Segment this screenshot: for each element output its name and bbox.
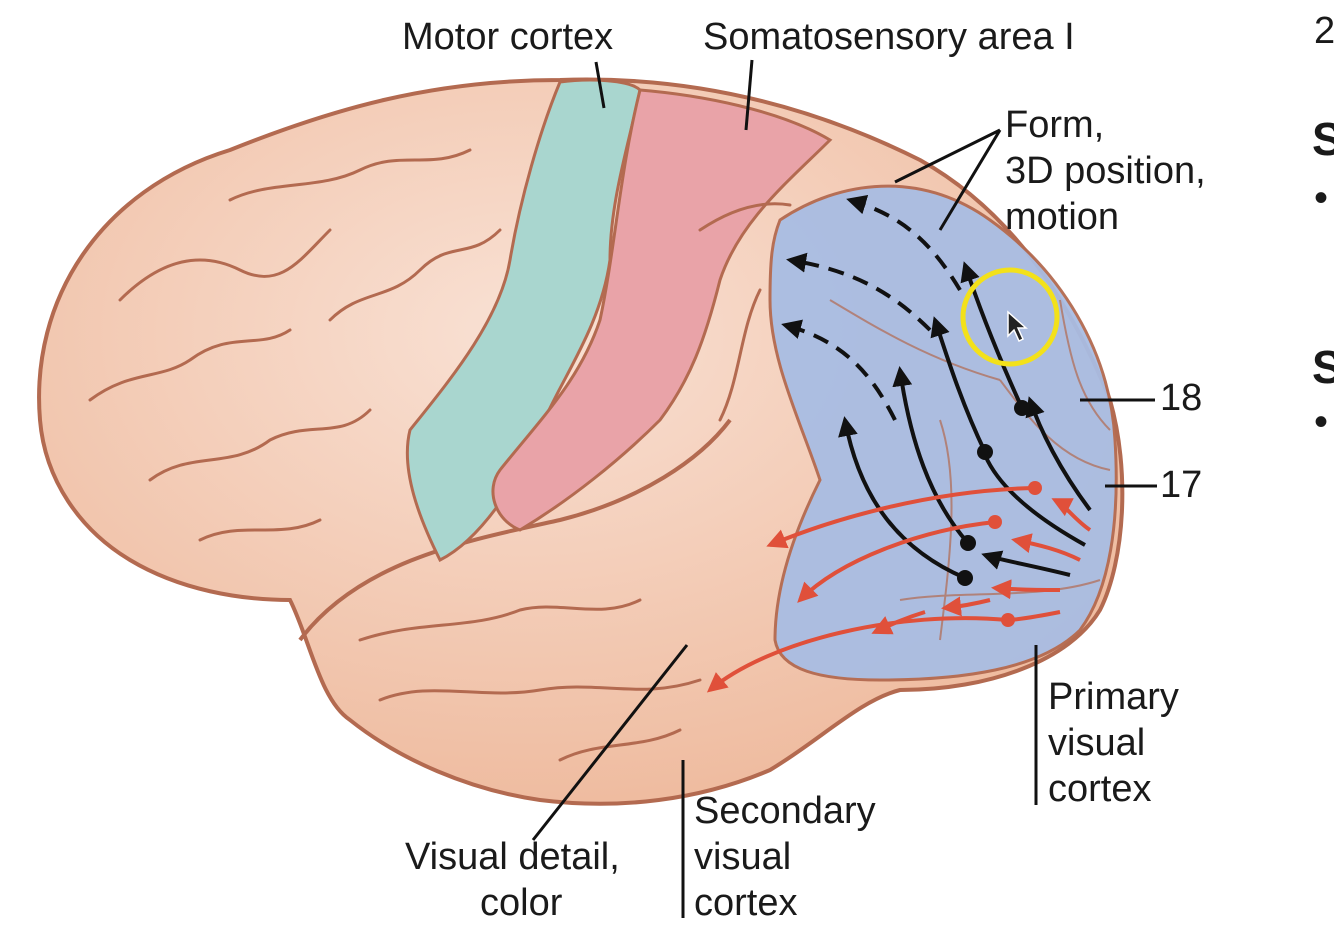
side-bullet-1: • <box>1314 176 1329 220</box>
label-color: color <box>480 882 563 924</box>
mouse-cursor-icon <box>1007 310 1028 343</box>
ventral-pathways <box>706 486 1092 693</box>
label-area-17: 17 <box>1160 464 1203 506</box>
lateral-sulcus <box>298 418 732 642</box>
label-primary-visual: visual <box>1048 722 1146 764</box>
side-number-fragment: 2 <box>1314 10 1334 52</box>
label-motor-cortex: Motor cortex <box>402 16 614 58</box>
label-motion: motion <box>1005 196 1120 238</box>
side-bullet-2: • <box>1314 400 1329 444</box>
label-primary-cortex: cortex <box>1048 768 1152 810</box>
label-secondary: Secondary <box>694 790 876 832</box>
label-area-18: 18 <box>1160 377 1203 419</box>
dorsal-pathways-dashed <box>781 195 962 421</box>
red-nodes <box>988 481 1042 627</box>
highlight-circle <box>960 267 1060 367</box>
label-secondary-cortex: cortex <box>694 882 798 924</box>
label-primary: Primary <box>1048 676 1179 718</box>
leader-lines <box>531 59 1157 918</box>
label-secondary-visual: visual <box>694 836 792 878</box>
black-nodes <box>957 400 1030 586</box>
side-heading-2: S <box>1312 341 1334 393</box>
label-visual-detail: Visual detail, <box>405 836 620 878</box>
somatosensory-region <box>491 88 833 532</box>
label-3d-position: 3D position, <box>1005 150 1206 192</box>
side-heading-1: S <box>1312 113 1334 165</box>
label-somatosensory-area: Somatosensory area I <box>703 16 1075 58</box>
gyri-lines <box>88 148 792 762</box>
label-form: Form, <box>1005 104 1105 146</box>
